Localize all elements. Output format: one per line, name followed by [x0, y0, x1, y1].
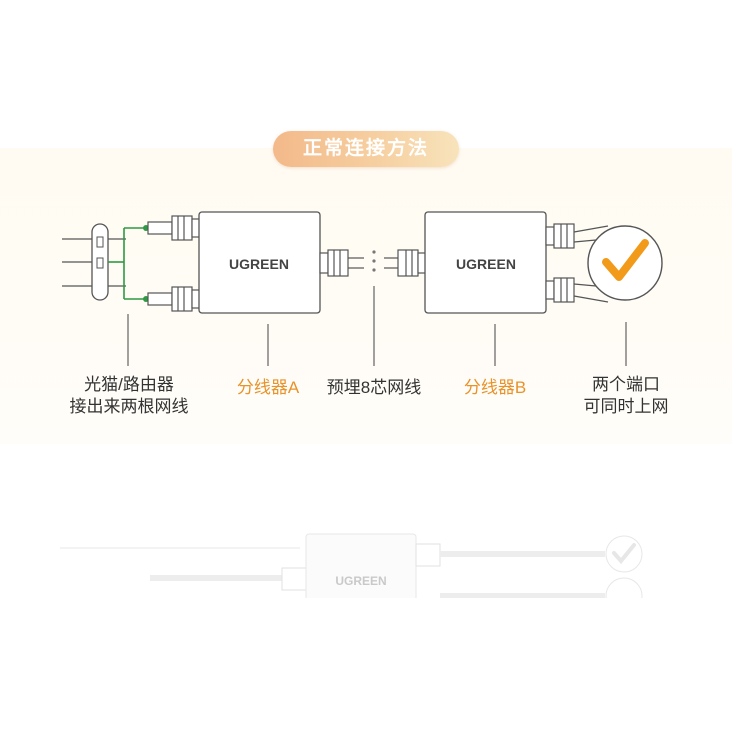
splitter-b-brand: UGREEN — [456, 256, 516, 272]
splitter-b-label: 分线器B — [463, 378, 527, 397]
modem-label-line2: 接出来两根网线 — [69, 397, 189, 416]
splitter-b-body — [424, 211, 547, 314]
splitter-b-cable — [384, 249, 427, 277]
reflection-brand: UGREEN — [335, 574, 386, 588]
check-circle-icon — [587, 225, 663, 301]
green-wiring — [108, 227, 144, 300]
output-cables — [573, 225, 609, 303]
modem-connector — [91, 223, 109, 301]
ports-label-line2: 可同时上网 — [583, 397, 669, 416]
modem-label-line1: 光猫/路由器 — [84, 375, 174, 394]
ports-label-line1: 两个端口 — [592, 375, 660, 394]
splitter-b-plugs — [545, 223, 575, 303]
ports-label: 两个端口 可同时上网 — [576, 374, 676, 418]
splitter-a-label: 分线器A — [236, 378, 300, 397]
leader-lines — [127, 286, 627, 366]
splitter-a-brand: UGREEN — [229, 256, 289, 272]
modem-label: 光猫/路由器 接出来两根网线 — [68, 374, 190, 418]
header-badge: 正常连接方法 — [273, 131, 459, 167]
reflection-cutoff — [0, 598, 732, 732]
cable-break-dots — [372, 250, 376, 272]
splitter-a-cable — [319, 249, 364, 277]
cable-label: 预埋8芯网线 — [326, 378, 422, 397]
splitter-a-plugs — [147, 215, 201, 312]
